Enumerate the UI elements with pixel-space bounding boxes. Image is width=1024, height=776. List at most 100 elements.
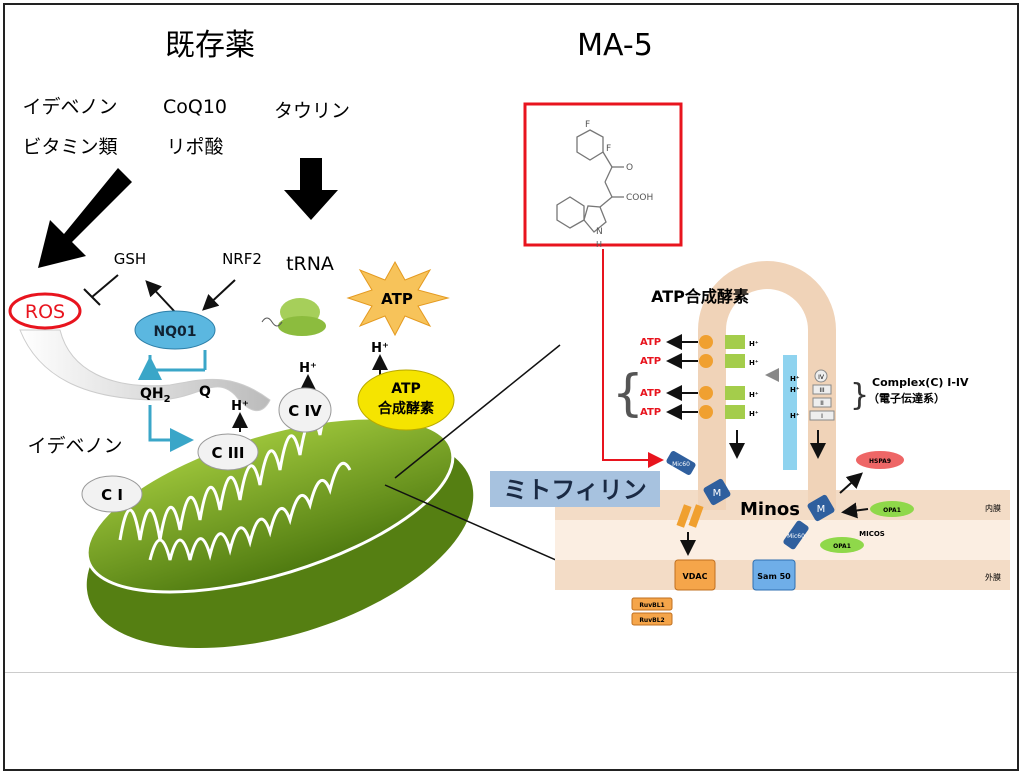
ma5-target-arrow [602,249,664,468]
atom-h: H [596,240,602,249]
sam50-box [752,559,796,591]
label-mic60-left: Mic60 [672,461,690,468]
atp-starburst [346,260,450,337]
big-arrow-down [284,158,338,220]
inhibition-line [91,274,119,298]
atp-rows: ATP ATP ATP ATP H⁺ H⁺ H⁺ H⁺ [640,334,759,420]
atp-row-4: ATP [640,407,661,418]
atom-o: O [626,163,633,173]
label-nrf2: NRF2 [222,250,262,268]
label-c3: C III [212,444,245,462]
label-m-left: M [713,488,722,499]
label-atp-star: ATP [381,290,413,308]
brace-left: { [612,364,644,422]
label-coq10: CoQ10 [163,96,227,118]
title-ma5: MA-5 [577,28,653,63]
label-ruvbl2: RuvBL2 [639,617,664,624]
arrow-to-gsh [145,280,176,313]
atp-row-2: ATP [640,356,661,367]
h-plus-1: H⁺ [749,340,759,348]
atom-n: N [596,227,603,237]
h-plus-3: H⁺ [749,391,759,399]
mitofilin-box [490,471,660,507]
big-arrow-diagonal [38,168,132,268]
ribosome-icon [261,298,326,336]
label-h-plus-c3: H⁺ [231,399,249,414]
hspa9-oval [856,451,904,469]
label-ros: ROS [25,301,65,323]
nq01-oval [134,310,216,350]
mic60-right [783,520,809,550]
complex-iii: III [819,387,825,394]
label-idebenone-lower: イデベノン [27,435,122,457]
m-right [807,494,835,522]
m-left [703,478,731,506]
atp-row-3: ATP [640,388,661,399]
atp-synthase-oval [357,369,455,431]
h-plus-4: H⁺ [749,410,759,418]
vdac-box [674,559,716,591]
ruvbl1-box [631,597,673,611]
label-c4: C IV [288,402,322,420]
h-plus-c1: H⁺ [790,412,800,420]
complex-ii: II [820,400,824,407]
complex-iv: IV [818,374,825,381]
label-outer-membrane: 外膜 [985,572,1001,582]
ma5-structure-box [523,102,683,247]
h-plus-c4: H⁺ [790,375,800,383]
label-vdac: VDAC [683,572,708,581]
label-sam50: Sam 50 [757,572,791,581]
idebenone-swoosh [19,329,271,412]
slide-frame [3,3,1019,771]
zoom-line-upper [394,344,561,479]
complexes: IV III II I H⁺ H⁺ H⁺ [765,368,835,421]
label-idebenone: イデベノン [22,96,117,118]
label-taurine: タウリン [274,100,350,122]
label-atp-synthase-2: 合成酵素 [378,400,434,417]
nq01-bracket [148,355,205,372]
complex-i: I [821,413,823,420]
atom-f2: F [606,144,611,154]
label-qh2: QH2 [140,386,171,405]
label-c1: C I [101,486,123,504]
ruvbl2-box [631,612,673,626]
label-opa1-upper: OPA1 [883,507,901,514]
label-m-right: M [817,504,826,515]
label-mitofilin: ミトフィリン [503,476,647,504]
label-gsh: GSH [114,250,146,268]
label-hspa9: HSPA9 [869,458,891,465]
complex-c3 [197,433,259,471]
qh2-to-c3-arrow [148,405,194,452]
ma5-structure [556,129,624,233]
label-etc: （電子伝達系） [868,391,945,405]
atp-row-1: ATP [640,337,661,348]
atom-f1: F [585,120,590,130]
label-mic60-right: Mic60 [787,533,805,540]
label-complex: Complex(C) I-IV [872,376,969,389]
label-q: Q [199,384,211,400]
title-existing-drugs: 既存薬 [165,28,255,63]
label-lipoic-acid: リポ酸 [166,136,223,158]
complex-c4 [278,387,332,433]
mitochondrion [85,380,474,649]
opa1-upper [870,501,914,517]
h-plus-c3: H⁺ [790,386,800,394]
inhibition-bar [83,288,101,306]
opa1-lower [820,537,864,553]
membrane-diagram [555,261,1010,590]
arrow-from-nrf2 [202,279,236,311]
label-atp-synthase-1: ATP [391,381,421,397]
label-ruvbl1: RuvBL1 [639,602,664,609]
complex-c1 [81,475,143,513]
label-inner-membrane: 内膜 [985,503,1001,513]
brace-right: } [850,378,869,413]
mic60-left [666,451,696,475]
label-atp-synthase-right: ATP合成酵素 [651,287,749,306]
label-minos: Minos [740,499,800,520]
label-trna: tRNA [286,253,334,275]
label-opa1-lower: OPA1 [833,543,851,550]
divider [5,672,1017,673]
h-plus-2: H⁺ [749,359,759,367]
label-h-plus-atp: H⁺ [371,341,389,356]
